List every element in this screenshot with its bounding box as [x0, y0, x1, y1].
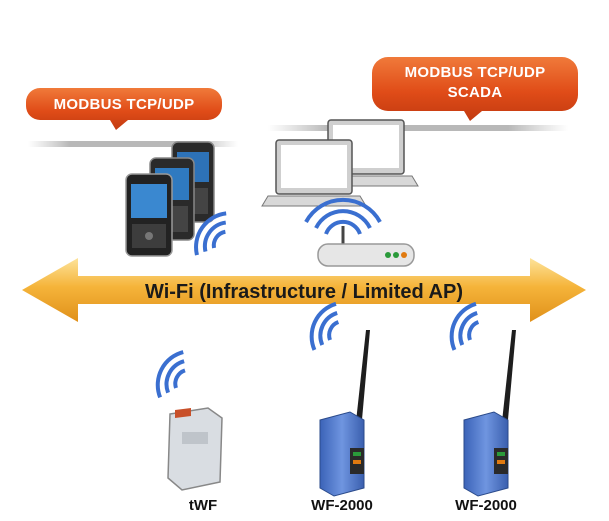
shelf-shadow-right [268, 125, 568, 131]
shelf-shadow-left [28, 141, 238, 147]
device-label-wf2000-1: WF-2000 [311, 497, 373, 514]
modbus-bubble-left: MODBUS TCP/UDP [26, 88, 222, 130]
bubble-right-line2: SCADA [448, 84, 503, 101]
wifi-router-icon [304, 197, 415, 267]
device-label-wf2000-2: WF-2000 [455, 497, 517, 514]
twf-wifi-signal-icon [146, 349, 197, 400]
wf2000-2-wifi-signal-icon [440, 301, 491, 352]
modbus-bubble-right: MODBUS TCP/UDP SCADA [372, 57, 578, 121]
laptops-icon [261, 119, 419, 207]
wf2000-module-icon [440, 301, 516, 497]
wf2000-module-icon [300, 301, 370, 497]
wifi-network-arrow: Wi-Fi (Infrastructure / Limited AP) [22, 258, 586, 322]
network-label: Wi-Fi (Infrastructure / Limited AP) [145, 281, 463, 303]
bubble-left-label: MODBUS TCP/UDP [54, 96, 195, 113]
twf-module-icon [146, 349, 223, 491]
wf2000-1-wifi-signal-icon [300, 301, 351, 352]
device-label-twf: tWF [189, 497, 217, 514]
smartphones-icon [125, 141, 215, 257]
bubble-right-line1: MODBUS TCP/UDP [405, 64, 546, 81]
